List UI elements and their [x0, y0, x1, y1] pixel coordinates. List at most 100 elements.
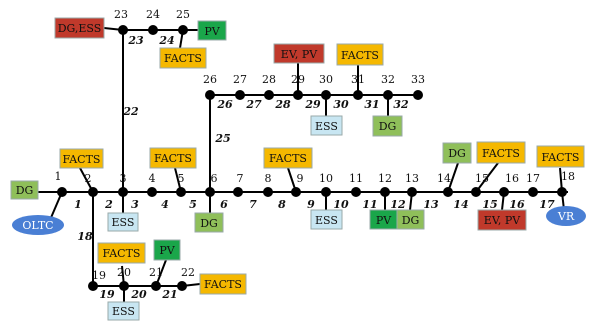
bus-node-17 [528, 187, 538, 197]
dg-label: DG [16, 184, 34, 197]
branch-number-10: 10 [333, 198, 349, 211]
facts-box-bus-22: FACTS [199, 273, 247, 295]
facts-box-bus-2: FACTS [59, 148, 104, 169]
pv-label: PV [204, 25, 220, 38]
facts-label: FACTS [482, 147, 520, 160]
oltc-label: OLTC [22, 219, 53, 232]
bus-node-31 [353, 90, 363, 100]
facts-box-bus-5: FACTS [149, 147, 197, 169]
branch-number-26: 26 [216, 98, 233, 111]
connector-facts-15 [475, 162, 499, 193]
branch-number-22: 22 [122, 105, 139, 118]
branch-number-4: 4 [161, 198, 169, 211]
facts-box-bus-31: FACTS [336, 43, 384, 66]
bus-number-24: 24 [146, 8, 160, 21]
branch-number-7: 7 [249, 198, 257, 211]
bus-number-8: 8 [265, 172, 272, 185]
branch-number-16: 16 [509, 198, 525, 211]
bus-node-11 [351, 187, 361, 197]
dgess-box-bus-23: DG,ESS [54, 17, 105, 39]
branch-number-23: 23 [127, 34, 144, 47]
bus-nodes [57, 25, 567, 291]
pv-box-bus-25: PV [197, 20, 227, 41]
ess-label: ESS [112, 216, 135, 229]
bus-number-16: 16 [505, 172, 519, 185]
device-boxes: DG FACTS ESS FACTS DG FACTS ESS [10, 17, 585, 321]
facts-label: FACTS [164, 52, 202, 65]
bus-number-30: 30 [319, 73, 333, 86]
bus-node-14 [443, 187, 453, 197]
bus-node-2 [88, 187, 98, 197]
pv-box-bus-12: PV [369, 209, 398, 230]
bus-node-16 [499, 187, 509, 197]
dg-label: DG [448, 147, 466, 160]
pv-label: PV [159, 244, 175, 257]
ev-pv-label: EV, PV [281, 48, 318, 61]
bus-node-29 [293, 90, 303, 100]
facts-box-bus-24: FACTS [159, 47, 207, 69]
vr-label: VR [557, 210, 575, 223]
branch-number-32: 32 [393, 98, 409, 111]
bus-node-20 [119, 281, 129, 291]
bus-number-15: 15 [475, 172, 489, 185]
branch-number-8: 8 [278, 198, 286, 211]
facts-label: FACTS [154, 152, 192, 165]
bus-node-23 [118, 25, 128, 35]
bus-node-12 [380, 187, 390, 197]
ess-label: ESS [315, 214, 338, 227]
branch-number-9: 9 [307, 198, 315, 211]
dg-box-bus-6: DG [194, 212, 224, 233]
branch-number-21: 21 [161, 288, 177, 301]
dg-label: DG [379, 120, 397, 133]
evpv-box-bus-16: EV, PV [477, 209, 527, 231]
bus-number-5: 5 [178, 172, 185, 185]
bus-number-28: 28 [262, 73, 276, 86]
bus-node-5 [176, 187, 186, 197]
bus-number-32: 32 [381, 73, 395, 86]
facts-box-bus-20: FACTS [97, 242, 146, 264]
ess-box-bus-20: ESS [107, 301, 140, 321]
bus-number-14: 14 [437, 172, 451, 185]
bus-number-9: 9 [297, 172, 304, 185]
bus-number-13: 13 [405, 172, 419, 185]
dg-box-bus-14: DG [442, 142, 472, 164]
bus-node-4 [147, 187, 157, 197]
bus-number-17: 17 [526, 172, 540, 185]
branch-number-14: 14 [453, 198, 468, 211]
branch-number-2: 2 [104, 198, 113, 211]
bus-number-18: 18 [561, 170, 575, 183]
bus-node-7 [233, 187, 243, 197]
bus-number-2: 2 [85, 172, 92, 185]
bus-node-1 [57, 187, 67, 197]
dg-ess-label: DG,ESS [58, 22, 102, 35]
bus-node-28 [264, 90, 274, 100]
bus-node-32 [383, 90, 393, 100]
branch-number-25: 25 [214, 132, 230, 145]
bus-number-27: 27 [233, 73, 247, 86]
branch-number-18: 18 [77, 230, 93, 243]
bus-number-25: 25 [176, 8, 190, 21]
facts-label: FACTS [542, 151, 580, 164]
bus-number-19: 19 [92, 269, 106, 282]
facts-label: FACTS [269, 152, 307, 165]
branch-number-3: 3 [131, 198, 139, 211]
branch-number-28: 28 [274, 98, 291, 111]
branch-number-13: 13 [423, 198, 439, 211]
branch-number-5: 5 [189, 198, 197, 211]
pv-label: PV [376, 214, 392, 227]
branch-number-20: 20 [130, 288, 147, 301]
bus-node-30 [321, 90, 331, 100]
bus-node-6 [205, 187, 215, 197]
bus-node-27 [235, 90, 245, 100]
evpv-box-bus-29: EV, PV [273, 43, 325, 64]
bus-number-4: 4 [149, 172, 156, 185]
pv-box-bus-21: PV [153, 239, 181, 261]
connector-dg-14 [447, 162, 459, 193]
bus-node-18 [557, 187, 567, 197]
branch-number-30: 30 [333, 98, 349, 111]
branch-number-19: 19 [99, 288, 115, 301]
bus-number-33: 33 [411, 73, 425, 86]
bus-number-1: 1 [55, 170, 62, 183]
bus-node-13 [407, 187, 417, 197]
